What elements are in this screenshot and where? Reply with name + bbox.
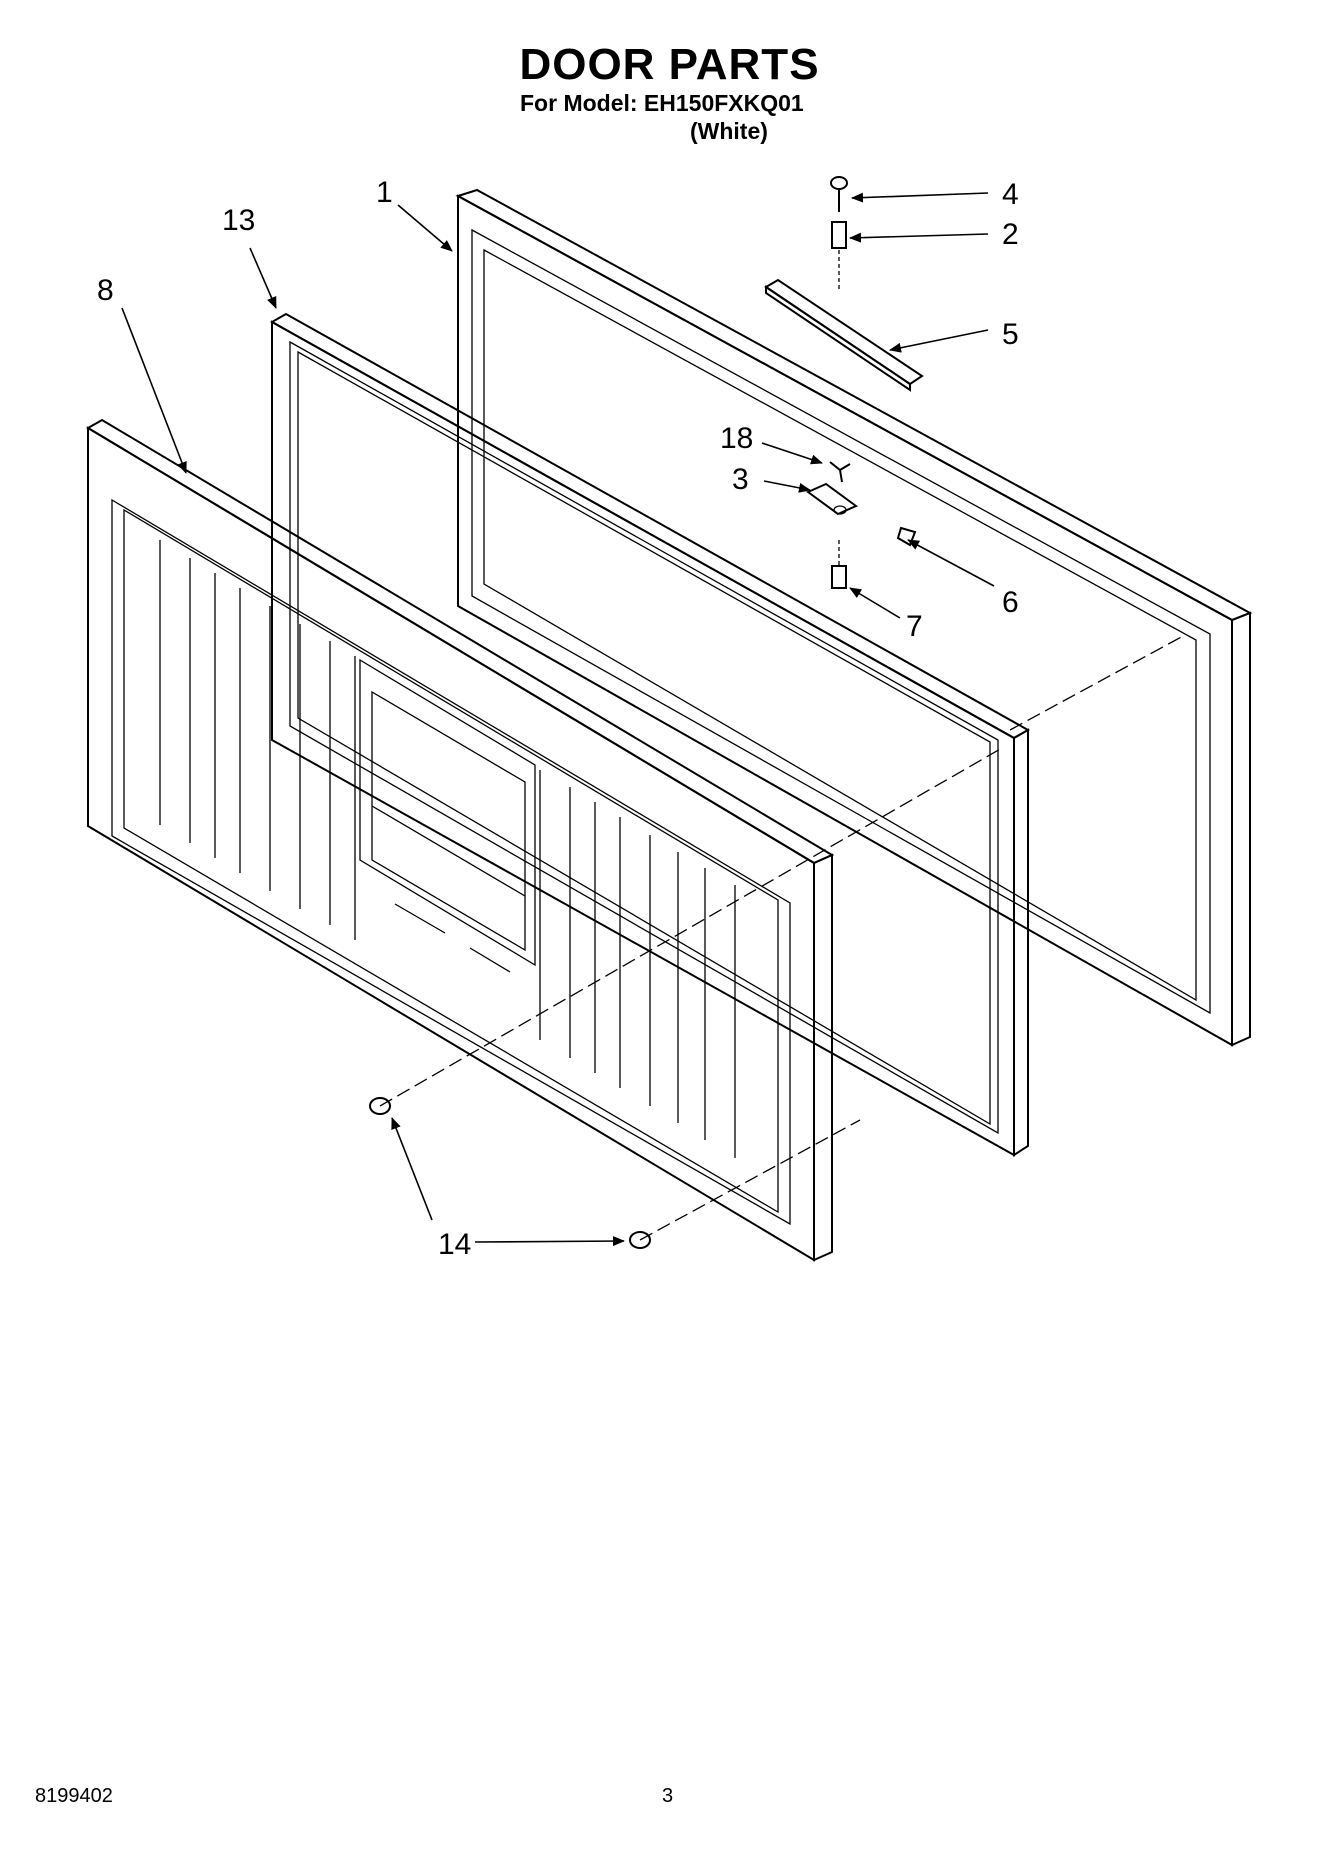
callout-18: 18 [720,422,753,455]
callout-8: 8 [97,274,114,307]
alignment-line [1009,634,1186,731]
callout-2: 2 [1002,218,1019,251]
page-number: 3 [662,1785,674,1807]
callout-7: 7 [906,610,923,643]
callout-13: 13 [222,204,255,237]
door-gasket [269,312,1031,1157]
outer-door-frame [455,188,1253,1047]
callout-4: 4 [1002,178,1019,211]
callout-14: 14 [438,1228,471,1261]
hinge-hardware [764,176,924,589]
door-clips [369,747,1003,1249]
inner-door-liner [86,418,835,1262]
color-line: (White) [690,118,768,144]
leader-lines [121,192,995,1247]
callout-3: 3 [732,463,749,496]
model-line: For Model: EH150FXKQ01 [520,90,804,116]
document-number: 8199402 [35,1785,113,1807]
page-title: DOOR PARTS [519,40,820,89]
callout-5: 5 [1002,318,1019,351]
callout-1: 1 [376,176,393,209]
callout-6: 6 [1002,586,1019,619]
